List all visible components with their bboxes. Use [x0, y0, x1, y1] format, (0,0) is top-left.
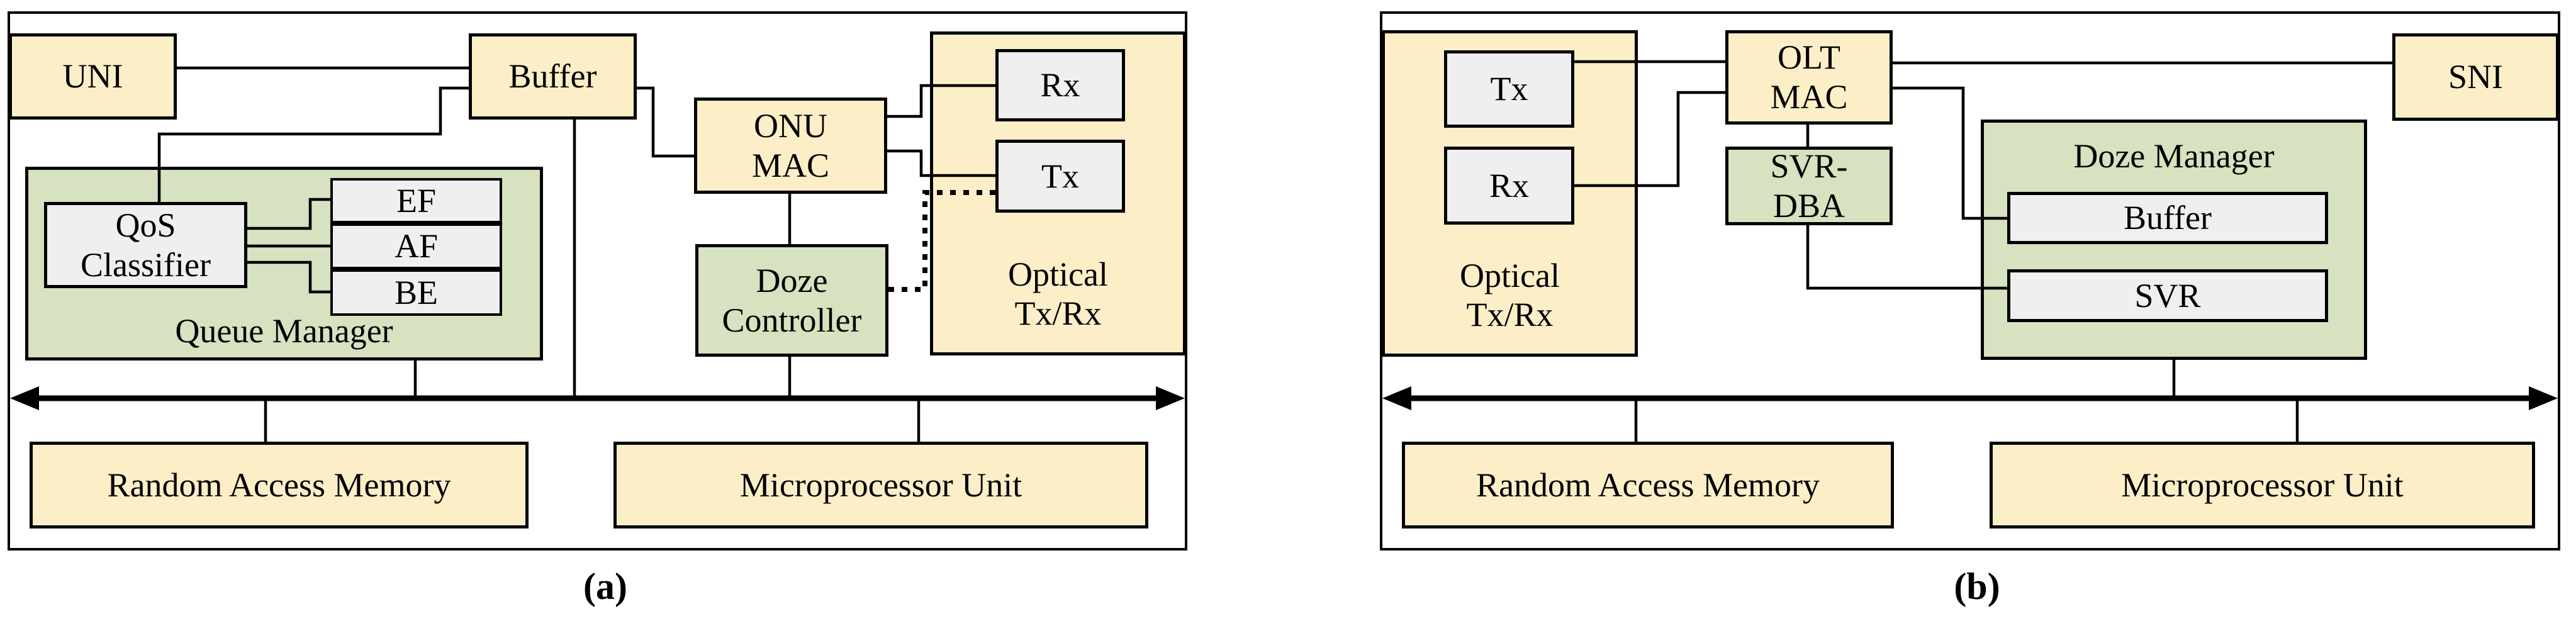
box-svr: SVR: [2007, 269, 2328, 322]
caption-panel-b: (b): [1954, 566, 2000, 607]
box-tx-a: Tx: [995, 140, 1125, 213]
box-buffer-b: Buffer: [2007, 192, 2328, 244]
caption-panel-a: (a): [583, 566, 627, 607]
box-rx-b: Rx: [1444, 147, 1574, 225]
box-uni: UNI: [9, 33, 177, 120]
box-buffer-a: Buffer: [469, 33, 637, 120]
box-sni: SNI: [2392, 33, 2559, 121]
box-svr-dba: SVR- DBA: [1725, 147, 1893, 225]
box-ram-a: Random Access Memory: [30, 442, 529, 528]
box-mpu-a: Microprocessor Unit: [613, 442, 1148, 528]
box-be-queue: BE: [330, 269, 502, 316]
box-olt-mac: OLT MAC: [1725, 30, 1893, 125]
box-ef-queue: EF: [330, 178, 502, 223]
box-qos-classifier: QoS Classifier: [44, 202, 247, 288]
box-onu-mac: ONU MAC: [694, 98, 887, 194]
box-tx-b: Tx: [1444, 50, 1574, 128]
box-af-queue: AF: [330, 223, 502, 269]
box-ram-b: Random Access Memory: [1402, 442, 1894, 528]
box-doze-controller: Doze Controller: [695, 244, 888, 357]
box-mpu-b: Microprocessor Unit: [1990, 442, 2535, 528]
box-rx-a: Rx: [995, 49, 1125, 121]
